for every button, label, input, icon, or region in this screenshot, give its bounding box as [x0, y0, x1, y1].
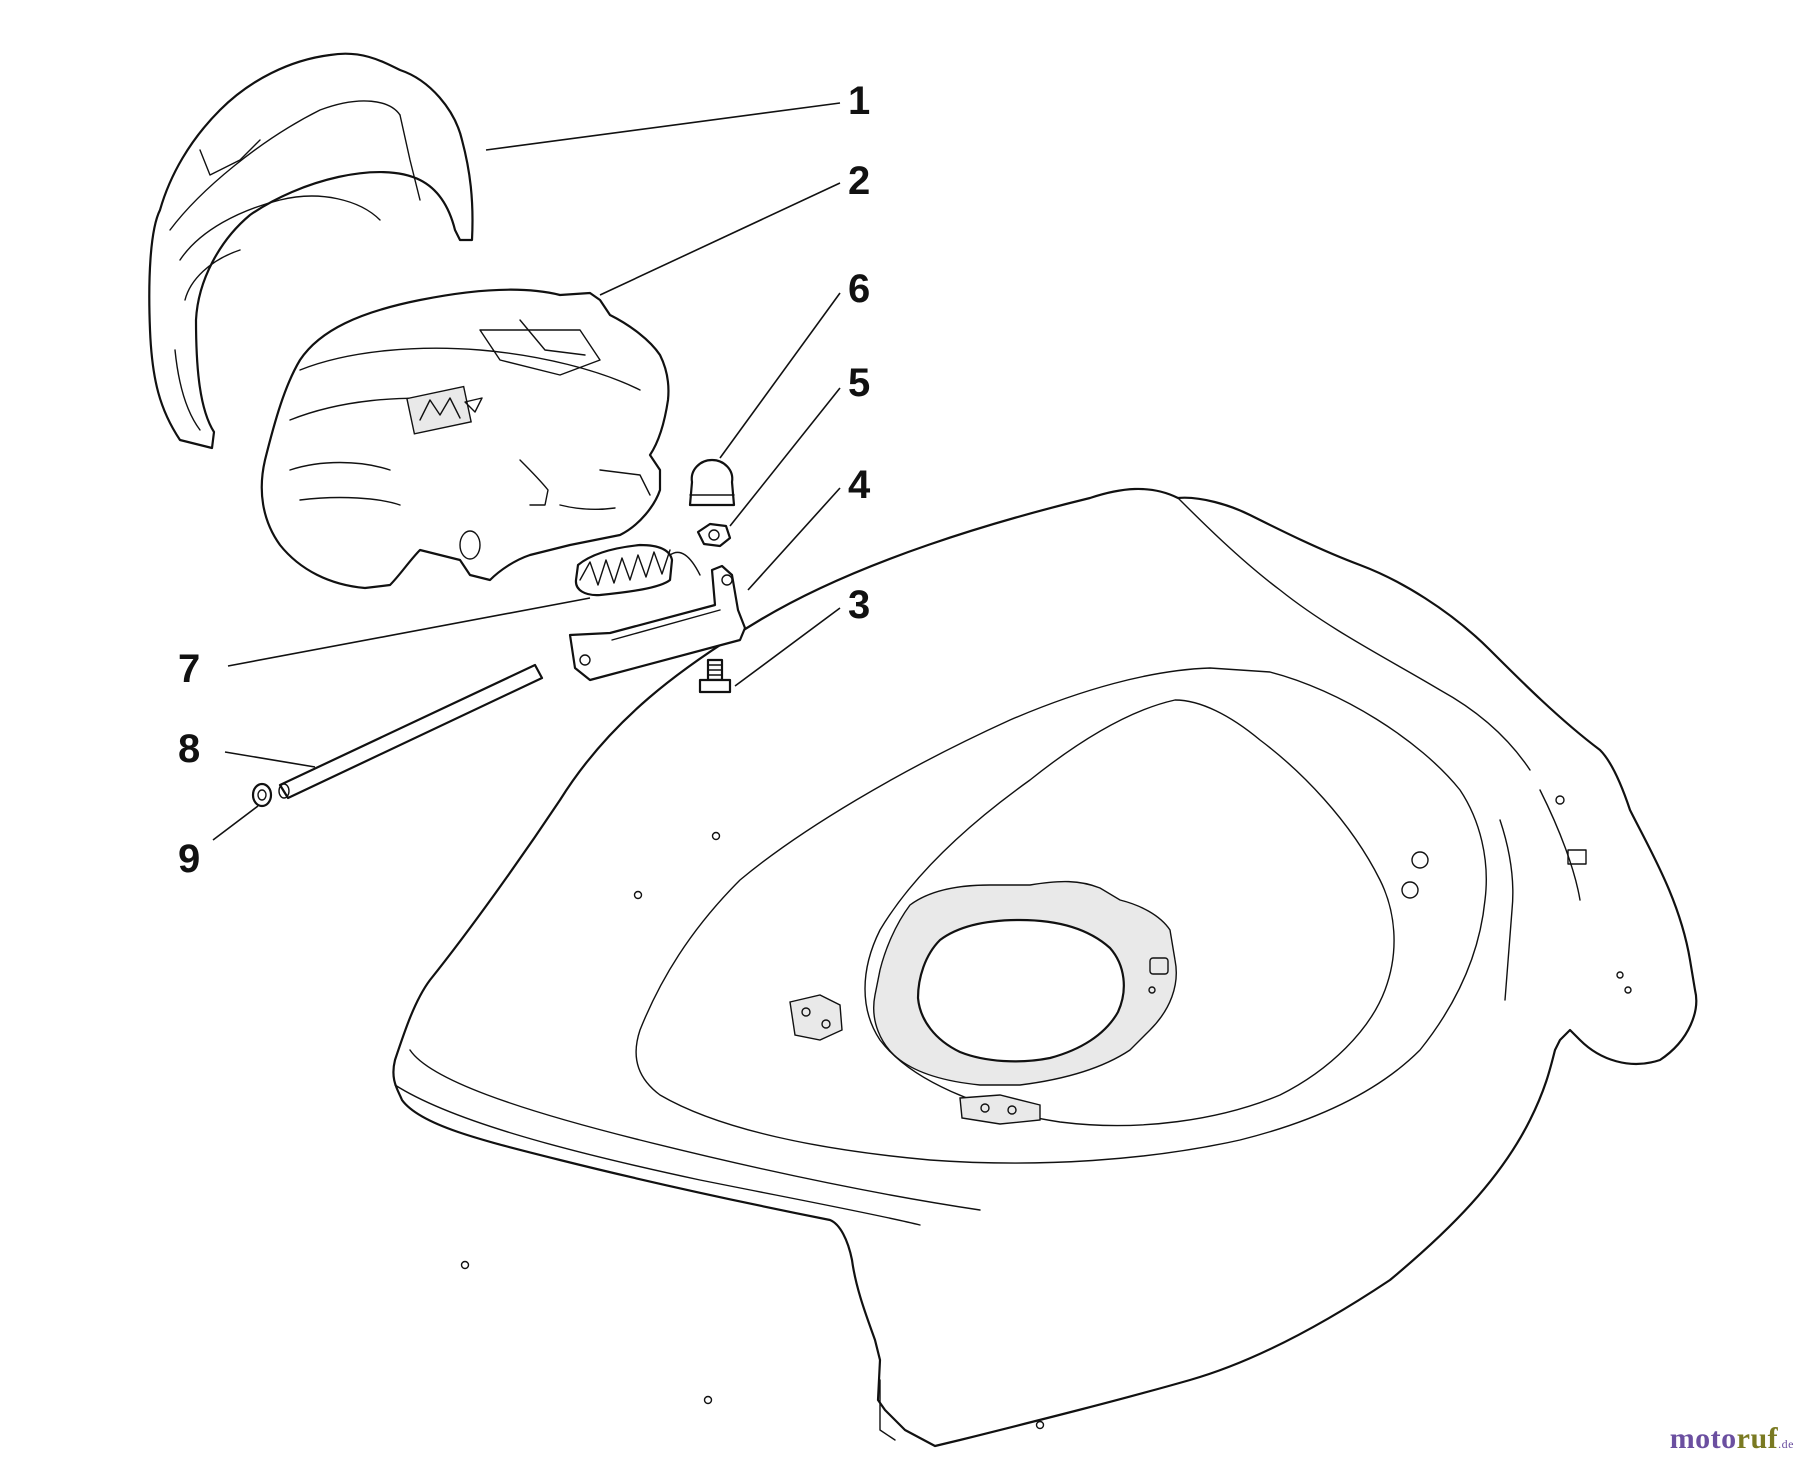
callout-2: 2 [848, 159, 870, 203]
callout-9: 9 [178, 837, 200, 881]
callout-8: 8 [178, 727, 200, 771]
part-8-rod [278, 663, 544, 800]
leader-lines [212, 102, 841, 841]
watermark-part-2: ruf [1736, 1422, 1779, 1455]
callout-labels: 1 2 6 5 4 3 7 8 9 [178, 79, 871, 881]
callout-5: 5 [848, 361, 870, 405]
part-4-bracket [568, 564, 747, 682]
watermark-domain: .de [1778, 1437, 1794, 1451]
motoruf-watermark-logo: motoruf.de [1670, 1422, 1794, 1456]
part-6-cap-nut [688, 458, 736, 507]
callout-4: 4 [848, 463, 871, 507]
mower-deck [392, 487, 1698, 1448]
part-2-chute-bracket [260, 288, 670, 590]
part-1-rear-cover [148, 52, 474, 450]
part-9-washer [251, 782, 273, 808]
part-7-spring [574, 543, 701, 597]
watermark-part-1: moto [1669, 1422, 1737, 1455]
part-5-nut [696, 522, 732, 548]
callout-7: 7 [178, 647, 200, 691]
callout-1: 1 [848, 79, 870, 123]
callout-6: 6 [848, 267, 870, 311]
callout-3: 3 [848, 583, 870, 627]
part-3-screw [698, 658, 732, 694]
